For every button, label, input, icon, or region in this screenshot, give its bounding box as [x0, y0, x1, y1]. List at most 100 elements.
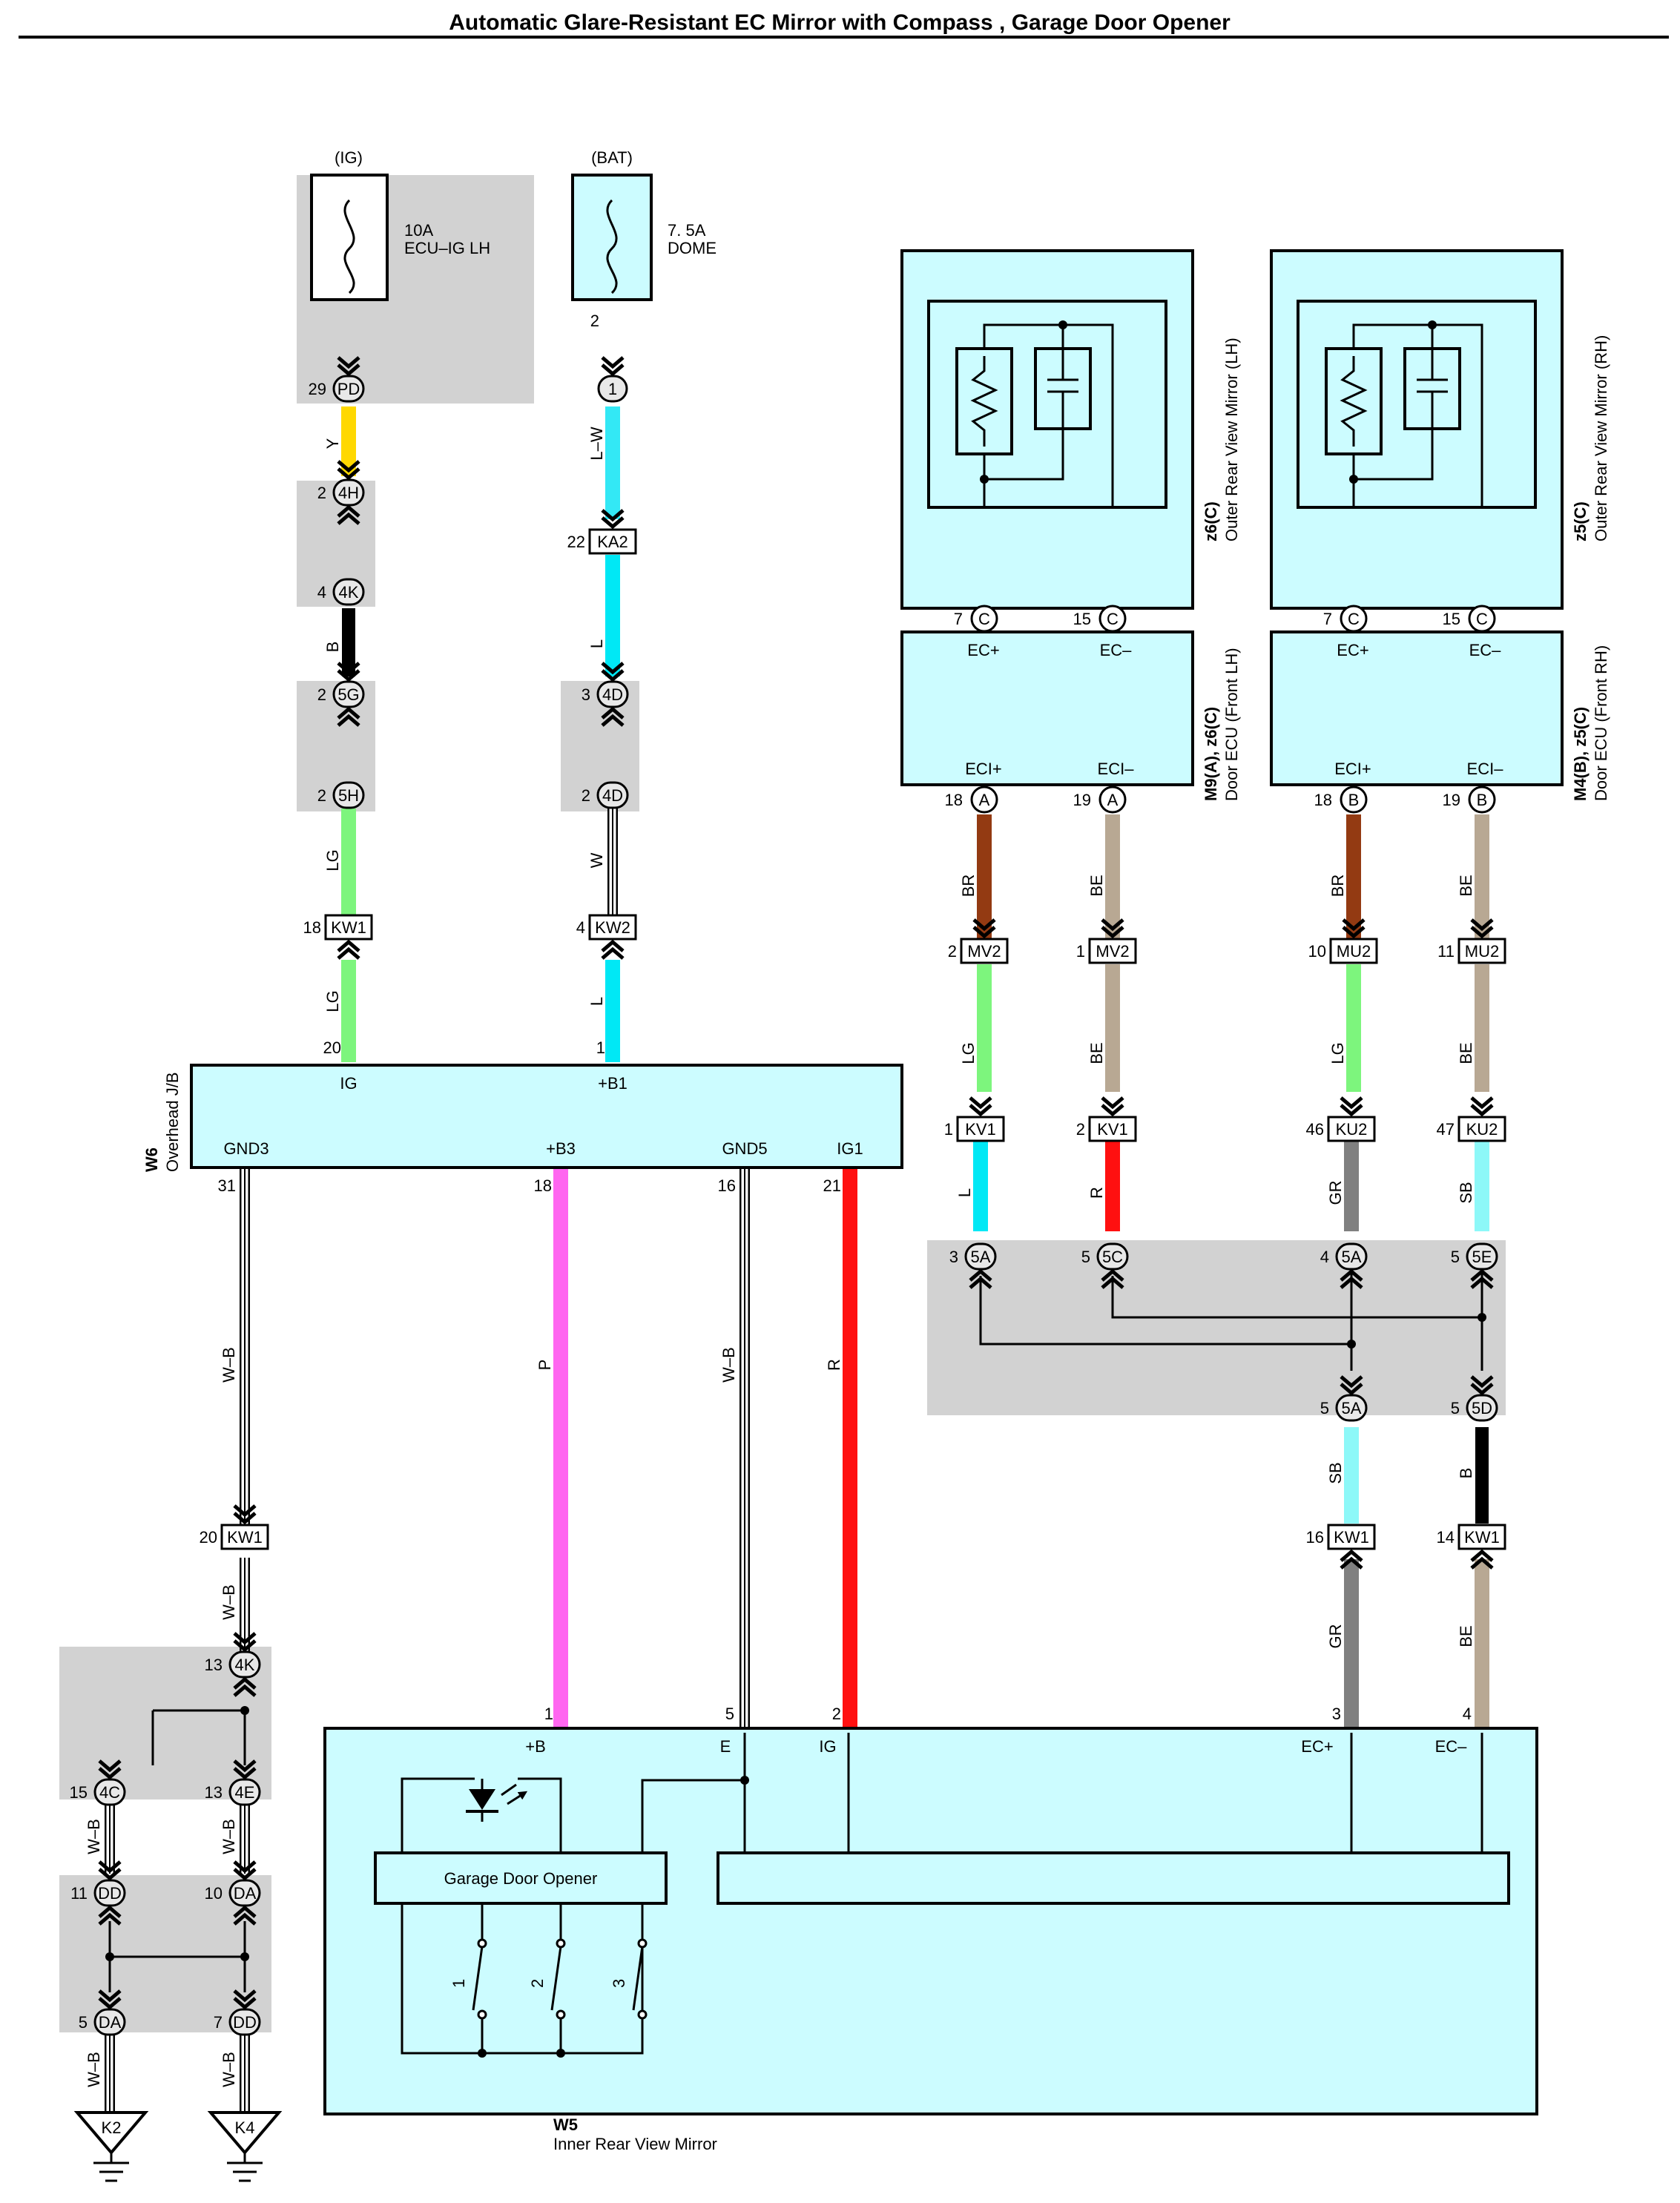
- wire-code-label: BR: [959, 875, 978, 898]
- connector-pin: 1: [1076, 942, 1085, 961]
- connector-pin: 4: [1320, 1248, 1329, 1266]
- connector-pin: 13: [205, 1656, 223, 1674]
- connector-chevron: [1340, 1268, 1363, 1289]
- ec-control-box: [717, 1851, 1510, 1905]
- wire-gr: GR: [1326, 1141, 1359, 1231]
- connector-pin: 5: [1451, 1248, 1460, 1266]
- connector-code: DA: [99, 2013, 122, 2032]
- svg-text:31: 31: [218, 1176, 236, 1195]
- connector-chevron: [233, 1905, 257, 1926]
- connector-c: C15: [1073, 605, 1127, 633]
- connector-chevron: [98, 1759, 122, 1780]
- wire-l: L: [955, 1141, 988, 1231]
- connector-code: 4K: [235, 1656, 255, 1674]
- connector-code: KA2: [597, 533, 628, 551]
- connector-kw1: KW1 14: [1437, 1524, 1506, 1570]
- svg-text:Inner Rear View Mirror: Inner Rear View Mirror: [553, 2135, 717, 2153]
- connector-code: MU2: [1337, 942, 1371, 961]
- connector-5g: 5G2: [317, 662, 365, 727]
- connector-chevron: [1470, 1096, 1494, 1117]
- connector-5d: 5D5: [1451, 1375, 1498, 1422]
- connector-pin: 3: [949, 1248, 958, 1266]
- svg-text:Door ECU (Front RH): Door ECU (Front RH): [1592, 645, 1610, 801]
- connector-code: KV1: [1097, 1120, 1128, 1139]
- wire-w-b: W–B: [220, 1168, 250, 1525]
- svg-text:W6: W6: [142, 1147, 161, 1172]
- door-ecu-rh: EC+ EC– ECI+ ECI– M4(B), z5(C) Door ECU …: [1270, 630, 1610, 801]
- connector-chevron: [337, 662, 360, 682]
- connector-5h: 5H2: [317, 781, 365, 809]
- connector-chevron: [1342, 918, 1366, 939]
- connector-pin: 7: [1323, 610, 1332, 628]
- wire-br: BR: [1328, 814, 1361, 939]
- connector-code: 5D: [1472, 1399, 1492, 1417]
- svg-text:IG: IG: [819, 1737, 836, 1756]
- connector-chevron: [233, 1989, 257, 2010]
- svg-text:+B: +B: [525, 1737, 546, 1756]
- connector-5a: 5A 3: [949, 1242, 997, 1289]
- svg-text:ECI–: ECI–: [1098, 760, 1135, 778]
- connector-code: KW1: [1464, 1528, 1500, 1547]
- wire-code-label: W: [587, 852, 606, 868]
- connector-code: KV1: [965, 1120, 996, 1139]
- ground-k4: K4: [207, 2111, 283, 2182]
- svg-text:10A: 10A: [404, 221, 433, 240]
- connector-code: 5A: [971, 1248, 991, 1266]
- connector-code: DD: [233, 2013, 257, 2032]
- connector-pin: 11: [1437, 942, 1455, 961]
- svg-text:GND5: GND5: [722, 1139, 767, 1158]
- connector-chevron: [1101, 918, 1124, 939]
- connector-pin: 5: [1081, 1248, 1090, 1266]
- connector-code: KW1: [227, 1528, 263, 1547]
- connector-pin: 7: [954, 610, 963, 628]
- wire-code-label: W–B: [85, 2052, 103, 2087]
- wire-r: R: [1087, 1141, 1120, 1231]
- connector-chevron: [1470, 1549, 1494, 1570]
- connector-chevron: [1470, 1375, 1494, 1396]
- svg-text:(IG): (IG): [335, 148, 363, 167]
- connector-chevron: [972, 918, 996, 939]
- wire-code-label: W–B: [220, 1347, 238, 1383]
- svg-text:DOME: DOME: [668, 239, 717, 257]
- connector-pin: 18: [303, 918, 321, 937]
- connector-4d: 4D3: [582, 662, 629, 727]
- connector-code: B: [1477, 791, 1488, 809]
- svg-text:18: 18: [534, 1176, 552, 1195]
- connector-mu2: MU2 11: [1437, 918, 1506, 964]
- svg-text:Outer Rear View Mirror (LH): Outer Rear View Mirror (LH): [1222, 337, 1241, 541]
- connector-pin: 2: [582, 786, 590, 805]
- diagram-title: Automatic Glare-Resistant EC Mirror with…: [449, 10, 1231, 35]
- connector-code: KW1: [1334, 1528, 1369, 1547]
- wire-w-b: W–B: [719, 1168, 750, 1728]
- connector-code: B: [1348, 791, 1360, 809]
- connector-chevron: [969, 1268, 992, 1289]
- wire-be: BE: [1457, 814, 1489, 939]
- connector-pin: 14: [1437, 1528, 1455, 1547]
- wire-code-label: BE: [1457, 1625, 1475, 1647]
- connector-chevron: [337, 356, 360, 377]
- wire-be: BE: [1087, 814, 1120, 939]
- wire-code-label: BE: [1087, 1042, 1106, 1064]
- connector-pin: 46: [1306, 1120, 1324, 1139]
- wire-code-label: W–B: [719, 1347, 738, 1383]
- wire-code-label: GR: [1326, 1624, 1345, 1649]
- connector-pin: 7: [214, 2013, 223, 2032]
- connector-code: 5C: [1102, 1248, 1123, 1266]
- connector-code: MU2: [1465, 942, 1499, 961]
- connector-pin: 10: [1308, 942, 1326, 961]
- svg-text:+B1: +B1: [598, 1074, 627, 1093]
- wire-code-label: W–B: [220, 1584, 238, 1620]
- connector-code: MV2: [967, 942, 1001, 961]
- svg-text:EC+: EC+: [967, 641, 999, 659]
- svg-text:2: 2: [528, 1979, 547, 1988]
- connector-pin: 13: [205, 1783, 223, 1802]
- connector-pin: 15: [1443, 610, 1460, 628]
- svg-text:IG1: IG1: [837, 1139, 863, 1158]
- connector-code: C: [978, 610, 990, 628]
- connector-5e: 5E5: [1451, 1242, 1498, 1289]
